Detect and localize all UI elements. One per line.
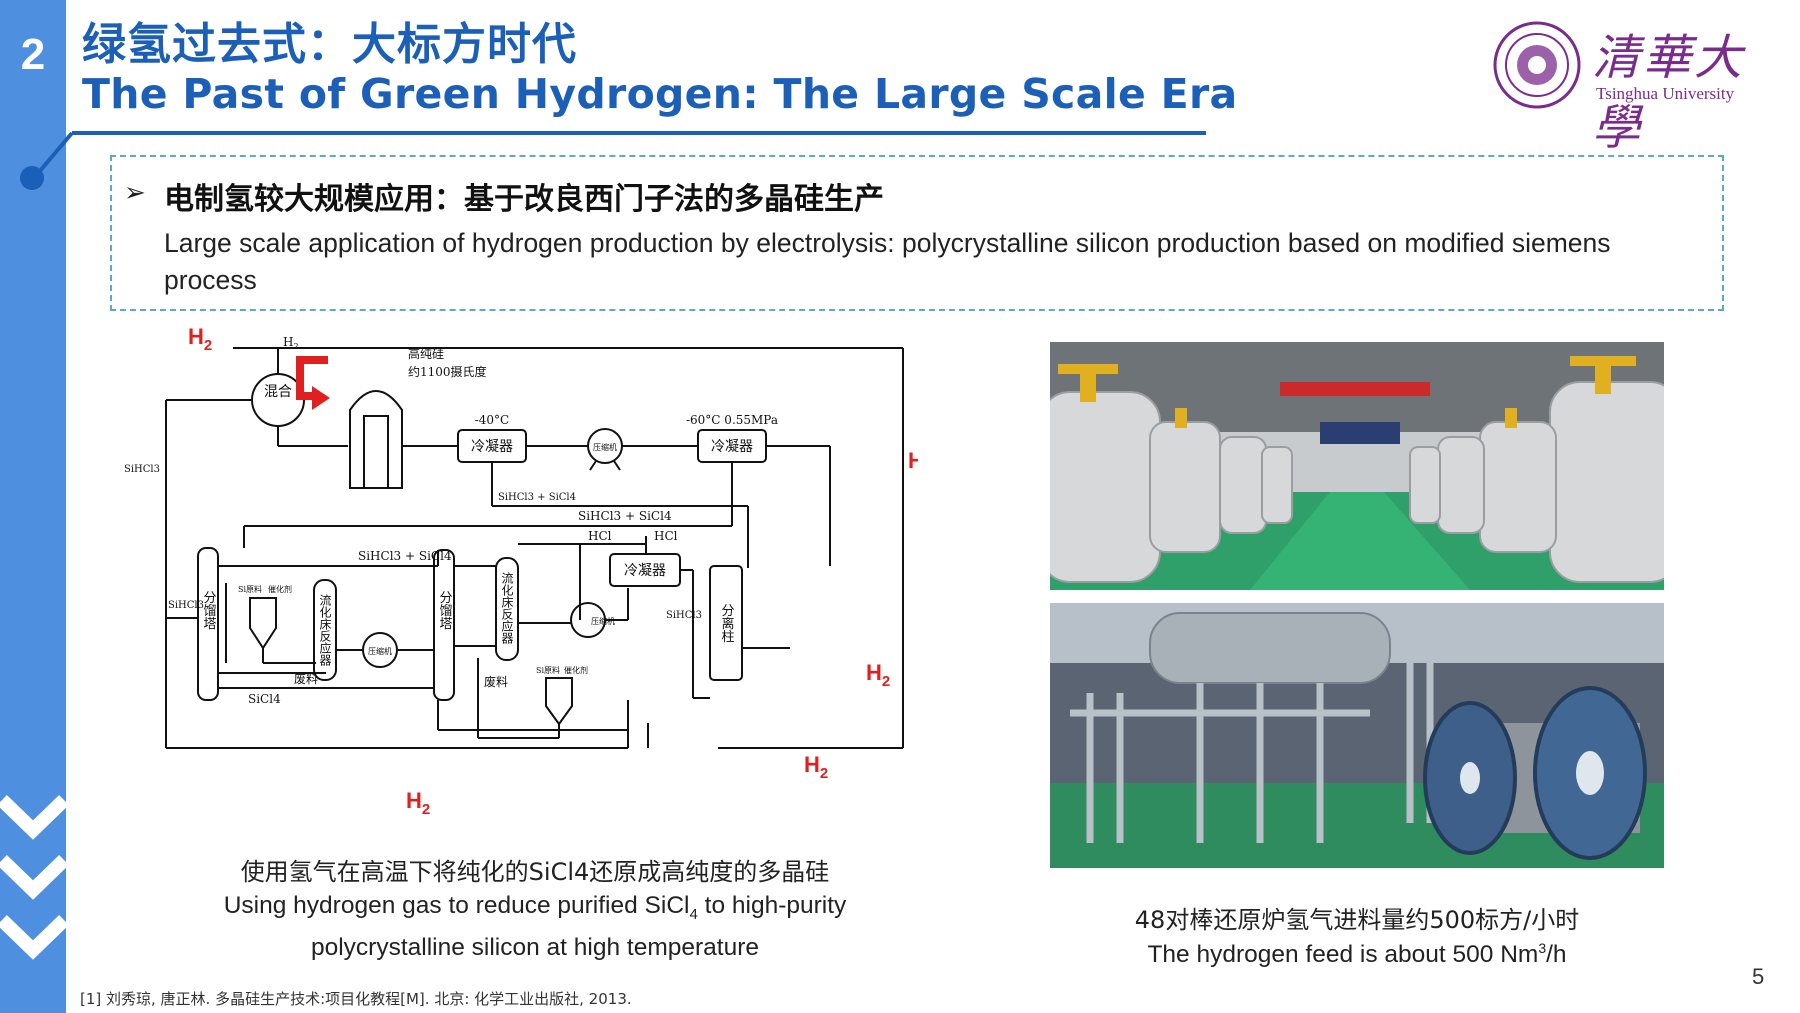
footnote-reference: [1] 刘秀琼, 唐正林. 多晶硅生产技术:项目化教程[M]. 北京: 化学工业…	[80, 990, 632, 1008]
chevron-down-icon	[0, 794, 66, 840]
sihcl3-sicl4-label-3: SiHCl3 + SiCl4	[358, 549, 452, 563]
process-flow-diagram: 混合 H2 高纯硅 约1100摄氏度 冷凝器 冷凝器 冷凝器 -40°C -60…	[124, 324, 918, 818]
tower-2-label: 分馏塔	[437, 591, 453, 630]
hcl-label-1: HCl	[588, 529, 612, 543]
h2-label-top: H2	[188, 324, 212, 354]
page-title-zh: 绿氢过去式：大标方时代	[82, 19, 577, 70]
university-seal-icon	[1493, 21, 1581, 109]
factory-photo-pipes	[1050, 603, 1664, 868]
waste-label-2: 废料	[484, 674, 508, 689]
page-title-en: The Past of Green Hydrogen: The Large Sc…	[82, 70, 1238, 118]
temp-1100-label: 约1100摄氏度	[408, 364, 487, 379]
h2-label-bottom-right: H2	[804, 752, 828, 782]
left-caption-en-line1: Using hydrogen gas to reduce purified Si…	[223, 892, 847, 923]
temp-minus40-label: -40°C	[475, 413, 510, 427]
right-caption-zh: 48对棒还原炉氢气进料量约500标方/小时	[1134, 906, 1580, 934]
compressor-2-label: 压缩机	[368, 646, 392, 656]
condenser-3-label: 冷凝器	[624, 563, 666, 579]
left-caption-zh: 使用氢气在高温下将纯化的SiCl4还原成高纯度的多晶硅	[240, 858, 830, 886]
condenser-1-label: 冷凝器	[471, 439, 513, 455]
h2-label-bottom: H2	[406, 788, 430, 818]
sihcl3-label: SiHCl3	[124, 464, 160, 475]
logo-name-en: Tsinghua University	[1596, 84, 1735, 103]
si-feed-label-1: Si原料	[238, 584, 262, 594]
left-caption-en-line2: polycrystalline silicon at high temperat…	[310, 934, 760, 961]
h2-small-label: H2	[283, 335, 299, 351]
logo-name-zh: 清華大學	[1592, 30, 1746, 156]
section-number: 2	[20, 30, 46, 79]
bullet-arrow-icon: ➢	[124, 178, 146, 208]
separation-column-label: 分离柱	[719, 604, 735, 644]
factory-photo-reactors	[1050, 342, 1664, 590]
si-feed-label-2: Si原料	[536, 665, 560, 675]
title-underline	[20, 131, 1206, 190]
chevron-down-icon	[0, 914, 66, 960]
temp-minus60-label: -60°C 0.55MPa	[686, 413, 778, 427]
callout-body: Large scale application of hydrogen prod…	[164, 228, 1611, 295]
fluid-bed-2-label: 流化床反应器	[500, 572, 514, 645]
high-purity-si-label: 高纯硅	[408, 346, 444, 361]
tsinghua-logo: 清華大學 Tsinghua University	[1492, 14, 1762, 156]
page-number: 5	[1752, 964, 1765, 989]
sihcl3-label-2: SiHCl3	[168, 600, 204, 611]
sihcl3-side-label: SiHCl3	[666, 610, 702, 621]
callout-box	[110, 155, 1724, 311]
sihcl3-sicl4-label-2: SiHCl3 + SiCl4	[578, 509, 672, 523]
h2-label-separator: H2	[866, 660, 890, 690]
sihcl3-sicl4-label-1: SiHCl3 + SiCl4	[498, 492, 576, 503]
sicl4-label: SiCl4	[248, 692, 281, 706]
waste-label-1: 废料	[294, 671, 318, 686]
compressor-1-label: 压缩机	[593, 442, 617, 452]
tower-1-label: 分馏塔	[201, 591, 217, 630]
right-caption-en: The hydrogen feed is about 500 Nm3/h	[1147, 940, 1567, 969]
h2-label-right: H2	[908, 448, 918, 478]
mixer-label: 混合	[264, 384, 292, 400]
callout-heading: 电制氢较大规模应用：基于改良西门子法的多晶硅生产	[164, 182, 884, 217]
condenser-2-label: 冷凝器	[711, 439, 753, 455]
catalyst-label-1: 催化剂	[268, 584, 292, 594]
compressor-3-label: 压缩机	[591, 616, 615, 626]
hcl-label-2: HCl	[654, 529, 678, 543]
catalyst-label-2: 催化剂	[564, 665, 588, 675]
fluid-bed-1-label: 流化床反应器	[318, 594, 332, 667]
chevron-down-icon	[0, 854, 66, 900]
